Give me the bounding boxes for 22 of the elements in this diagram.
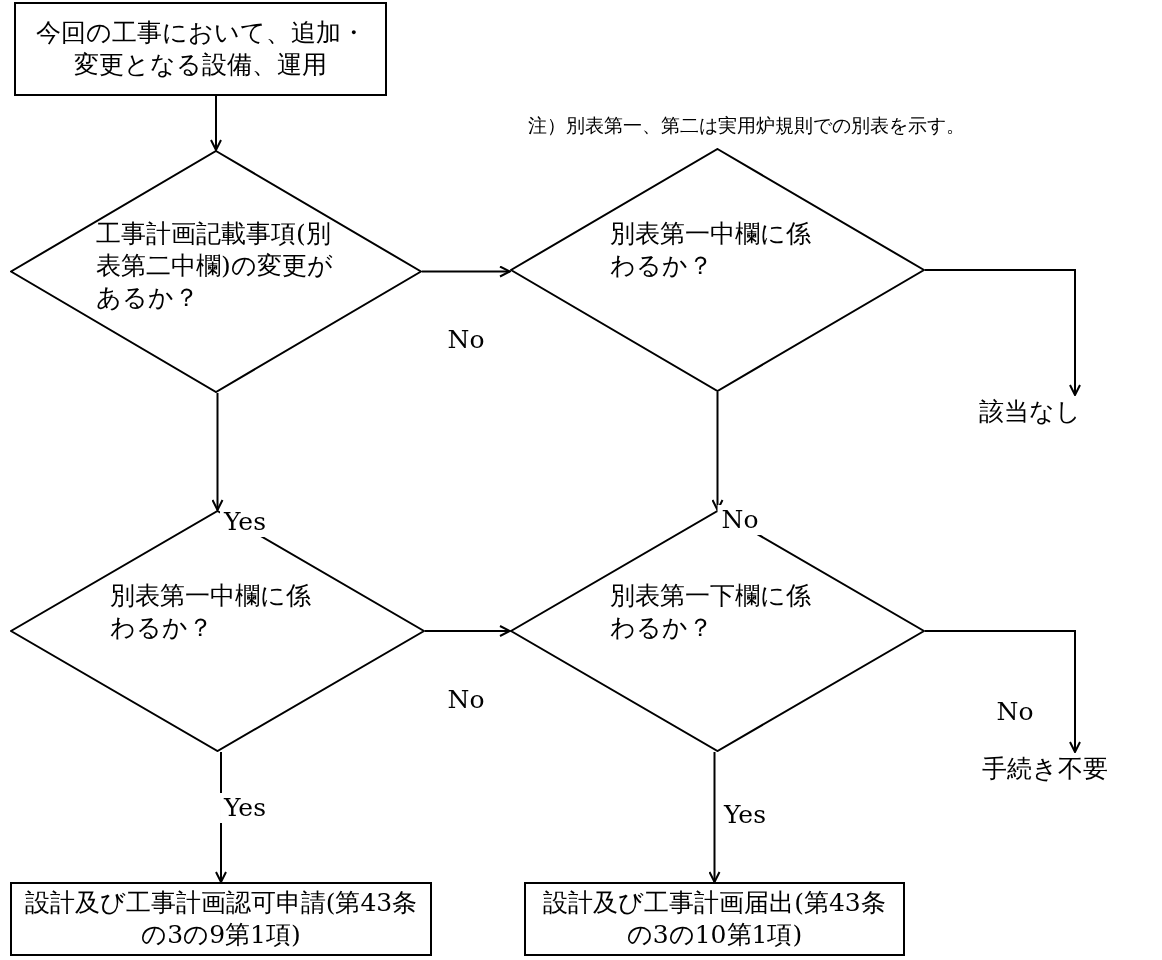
node-text: 該当なし bbox=[979, 396, 1081, 428]
node-text: 設計及び工事計画認可申請(第43条の3の9第1項) bbox=[23, 887, 419, 951]
arrow bbox=[424, 625, 511, 637]
edge-label: No bbox=[717, 505, 763, 535]
arrow bbox=[211, 392, 224, 511]
arrow bbox=[924, 269, 1081, 396]
node-text: 別表第一中欄に係わるか？ bbox=[110, 580, 312, 644]
node-text: 工事計画記載事項(別表第二中欄)の変更があるか？ bbox=[96, 218, 334, 314]
note-text: 注）別表第一、第二は実用炉規則での別表を示す。 bbox=[528, 113, 965, 138]
process-box bbox=[524, 882, 905, 956]
node-text: 別表第一下欄に係わるか？ bbox=[610, 580, 812, 644]
arrow bbox=[421, 265, 511, 278]
arrow bbox=[924, 630, 1081, 753]
arrow bbox=[210, 95, 222, 151]
node-text: 今回の工事において、追加・変更となる設備、運用 bbox=[34, 17, 367, 81]
node-text: 手続き不要 bbox=[982, 753, 1108, 785]
node-text: 別表第一中欄に係わるか？ bbox=[610, 218, 812, 282]
process-box bbox=[10, 882, 432, 956]
process-box bbox=[14, 2, 387, 96]
arrow bbox=[708, 751, 721, 883]
arrow bbox=[711, 391, 724, 511]
node-text: 設計及び工事計画届出(第43条の3の10第1項) bbox=[542, 887, 887, 951]
